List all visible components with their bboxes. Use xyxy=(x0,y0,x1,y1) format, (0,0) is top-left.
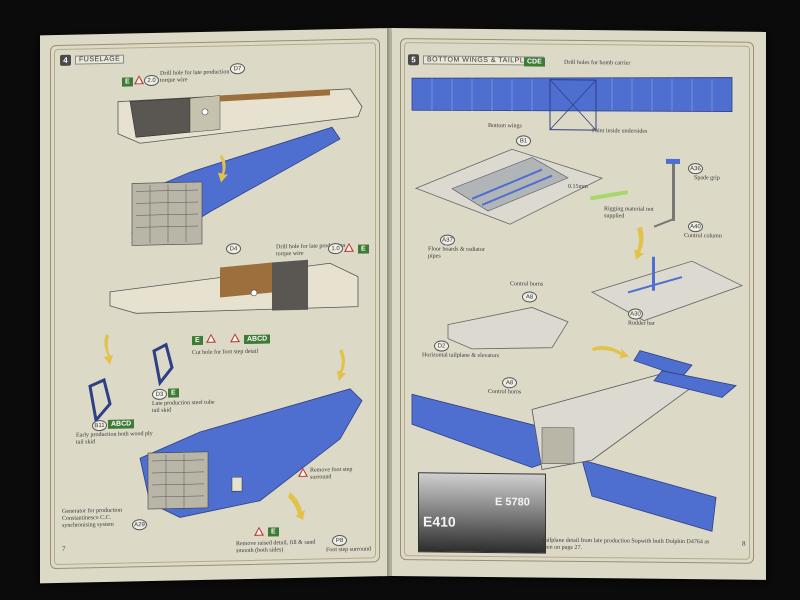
direction-arrows xyxy=(104,154,346,520)
page-number: 7 xyxy=(62,544,66,553)
warning-icon xyxy=(230,333,240,343)
photo-serial-left: E410 xyxy=(423,513,456,530)
badge-e2: E xyxy=(358,244,369,254)
note-control-column: Control column xyxy=(684,233,722,240)
fuselage-mid-half xyxy=(109,259,359,314)
note-control-horns-bottom: Control horns xyxy=(488,389,522,396)
warning-icon xyxy=(344,242,354,252)
instruction-booklet: 4 FUSELAGE xyxy=(32,28,774,584)
badge-abcd1: ABCD xyxy=(244,334,271,345)
fuselage-blue-half xyxy=(131,126,341,246)
note-paint: Paint inside undersides xyxy=(592,128,648,135)
note-footstep-surround: Foot step surround xyxy=(326,546,371,554)
reference-photo: E410 E 5780 xyxy=(418,472,546,554)
callout-a8-bottom: A8 xyxy=(502,377,517,389)
callout-a40: A40 xyxy=(688,221,703,233)
left-diagram xyxy=(88,88,363,520)
note-remove-footstep: Remove foot step surround xyxy=(310,466,353,481)
warning-icon xyxy=(134,75,144,85)
note-late-skid: Late production steel tube tail skid xyxy=(152,399,215,414)
callout-a36: A36 xyxy=(688,163,703,175)
note-bottom-wings: Bottom wings xyxy=(488,123,522,130)
badge-e1: E xyxy=(122,77,133,87)
note-generator: Generator for production Constantinesco … xyxy=(62,507,122,529)
fuselage-top-half xyxy=(117,88,363,144)
note-tailplane: Horizontal tailplane & elevators xyxy=(422,352,500,360)
tailplane xyxy=(447,307,569,350)
note-rigging-size: 0.15mm xyxy=(568,183,588,191)
note-rigging: Rigging material not supplied xyxy=(604,206,654,220)
control-column xyxy=(653,158,680,228)
left-page: 4 FUSELAGE xyxy=(40,28,390,584)
badge-e3: E xyxy=(192,335,203,346)
note-spade-grip: Spade grip xyxy=(694,175,720,182)
rudder-bar-assembly xyxy=(590,256,744,322)
note-rudder-bar: Rudder bar xyxy=(628,320,655,327)
badge-e5: E xyxy=(268,527,279,537)
note-early-skid: Early production both wood ply tail skid xyxy=(76,430,153,446)
bottom-wings xyxy=(411,77,733,131)
right-page: 5 BOTTOM WINGS & TAILPLANE CDE Drill hol… xyxy=(392,28,766,580)
badge-e4: E xyxy=(168,388,179,398)
warning-icon xyxy=(254,526,264,536)
right-diagram xyxy=(411,77,744,532)
fuselage-bottom-assembled xyxy=(139,388,363,518)
rigging-wire xyxy=(590,190,628,201)
cockpit-floor xyxy=(414,148,604,225)
note-drill-hole-top: Drill hole for late production torque wi… xyxy=(160,69,230,84)
page-number: 8 xyxy=(742,539,746,548)
callout-a30: A30 xyxy=(628,308,643,320)
callout-a8-top: A8 xyxy=(522,291,537,303)
note-remove-detail: Remove raised detail, fill & sand smooth… xyxy=(236,539,316,555)
badge-abcd2: ABCD xyxy=(108,419,135,429)
callout-d2: D2 xyxy=(434,340,449,352)
warning-icon xyxy=(206,333,216,343)
callout-b1: B1 xyxy=(516,135,531,147)
warning-icon xyxy=(298,467,308,477)
photo-caption: Tailplane detail from late production So… xyxy=(542,537,710,551)
note-control-horns-top: Control horns xyxy=(510,281,544,288)
photo-serial-right: E 5780 xyxy=(495,496,530,509)
callout-a37: A37 xyxy=(440,234,455,246)
direction-arrows xyxy=(592,226,644,359)
aircraft-assembled xyxy=(411,350,737,532)
note-floor-boards: Floor boards & radiator pipes xyxy=(428,246,485,260)
tail-skids xyxy=(88,342,174,424)
